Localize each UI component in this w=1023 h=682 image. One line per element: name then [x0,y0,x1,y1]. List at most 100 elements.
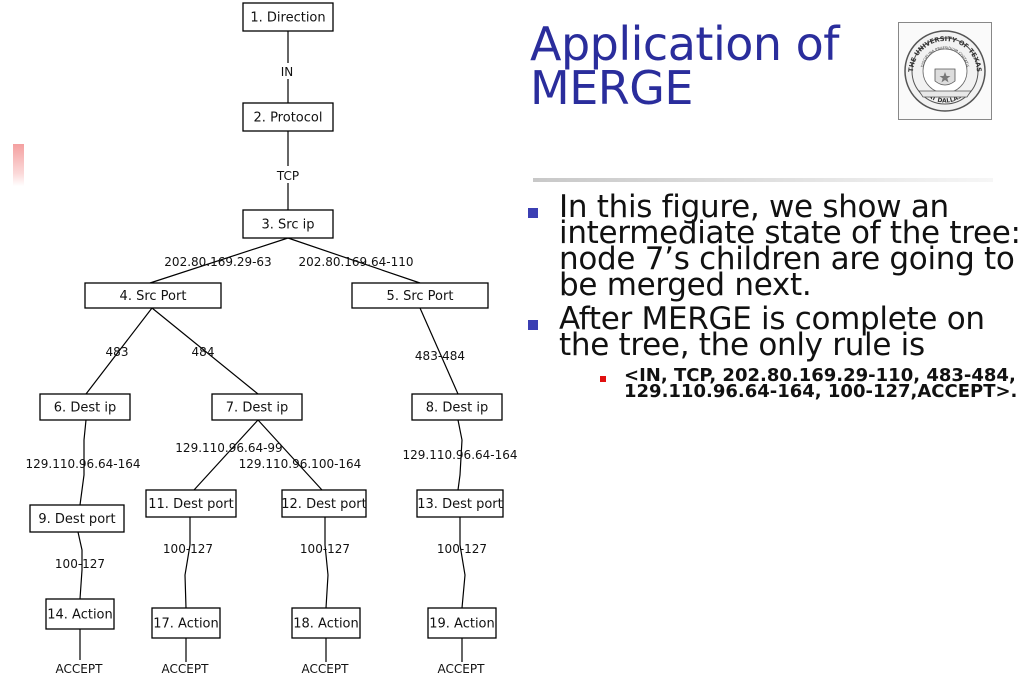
node-box [145,489,237,518]
university-seal-logo: THE UNIVERSITY OF TEXAS AT DALLAS DISCIP… [898,22,992,120]
title-divider [533,178,993,182]
edge-label: IN [281,65,294,79]
bullet-square-icon [528,208,538,218]
edge-label-mask [276,63,300,79]
node-box [211,393,303,421]
title-line-2: MERGE [530,61,693,115]
tree-node-n13: 13. Dest port [416,489,504,518]
tree-edge [287,237,421,284]
node-box [242,102,334,132]
node-box [39,393,131,421]
bullet-text: After MERGE is complete on the tree, the… [559,301,985,363]
tree-node-n19: 19. Action [427,607,497,639]
tree-node-n7: 7. Dest ip [211,393,303,421]
edge-label: 483 [106,345,129,359]
tree-node-n12: 12. Dest port [281,489,367,518]
tree-node-n8: 8. Dest ip [411,393,503,421]
edge-label-mask [273,166,305,183]
node-box [242,2,334,32]
leaf-action-label: ACCEPT [162,662,210,676]
tree-node-n18: 18. Action [291,607,361,639]
tree-edge [77,531,83,600]
sub-bullet-item: <IN, TCP, 202.80.169.29-110, 483-484, 12… [600,365,1023,402]
edge-label: TCP [276,169,299,183]
edges-layer [77,31,466,662]
tree-edge [459,517,466,609]
node-box [29,504,125,533]
edge-label: 483-484 [415,349,465,363]
tree-edge [149,237,289,284]
edge-label: 202.80.169.64-110 [298,255,413,269]
tree-node-n4: 4. Src Port [84,282,222,309]
tree-edge [257,419,323,491]
node-label: 2. Protocol [254,111,323,126]
tree-node-n5: 5. Src Port [351,282,489,309]
tree-edge [184,517,191,609]
node-label: 8. Dest ip [426,401,488,416]
tree-edge [85,307,153,395]
node-label: 4. Src Port [120,289,187,304]
bullet-text: In this figure, we show an intermediate … [559,189,1021,303]
leaf-action-label: ACCEPT [438,662,486,676]
bullet-item: After MERGE is complete on the tree, the… [528,301,1023,363]
accent-bar [13,144,24,186]
node-label: 12. Dest port [281,497,366,512]
edge-label: 129.110.96.64-164 [402,448,517,462]
node-box [427,607,497,639]
seal-icon: THE UNIVERSITY OF TEXAS AT DALLAS DISCIP… [904,30,986,112]
node-box [151,607,221,639]
tree-node-n2: 2. Protocol [242,102,334,132]
tree-node-n6: 6. Dest ip [39,393,131,421]
leaf-action-label: ACCEPT [56,662,104,676]
node-box [84,282,222,309]
edge-label: 100-127 [55,557,105,571]
edge-label: 129.110.96.64-99 [175,441,282,455]
nodes-layer: 1. Direction 2. Protocol 3. Src ip 4. Src P… [29,2,504,639]
node-label: 3. Src ip [262,218,315,233]
node-box [45,598,115,630]
tree-node-n11: 11. Dest port [145,489,237,518]
node-label: 14. Action [47,608,113,623]
tree-node-n14: 14. Action [45,598,115,630]
node-label: 11. Dest port [148,497,233,512]
tree-edge [419,307,459,395]
tree-edge [151,307,259,395]
title-line-1: Application of [530,17,839,71]
final-rule-text: <IN, TCP, 202.80.169.29-110, 483-484, 12… [624,365,1018,402]
sub-bullet-square-icon [600,376,606,382]
node-label: 18. Action [293,617,359,632]
slide-title: Application of MERGE [530,17,890,115]
node-label: 6. Dest ip [54,401,116,416]
node-box [242,209,334,239]
node-label: 5. Src Port [387,289,454,304]
node-label: 17. Action [153,617,219,632]
tree-edge [193,419,259,491]
node-label: 13. Dest port [417,497,502,512]
tree-edge [324,517,329,609]
leaf-action-label: ACCEPT [302,662,350,676]
edge-label: 100-127 [300,542,350,556]
tree-edge [457,419,463,491]
node-label: 19. Action [429,617,495,632]
bullet-list: In this figure, we show an intermediate … [528,189,1023,402]
tree-node-n17: 17. Action [151,607,221,639]
node-box [416,489,504,518]
bullet-item: In this figure, we show an intermediate … [528,189,1023,303]
edge-label: 100-127 [437,542,487,556]
node-label: 1. Direction [250,11,325,26]
svg-text:AT DALLAS: AT DALLAS [927,93,963,105]
bullet-square-icon [528,320,538,330]
node-box [351,282,489,309]
tree-node-n1: 1. Direction [242,2,334,32]
node-box [291,607,361,639]
tree-node-n9: 9. Dest port [29,504,125,533]
tree-edge [79,419,87,506]
tree-node-n3: 3. Src ip [242,209,334,239]
node-box [411,393,503,421]
edge-label: 100-127 [163,542,213,556]
node-label: 9. Dest port [38,512,115,527]
node-label: 7. Dest ip [226,401,288,416]
edge-label: 484 [192,345,215,359]
